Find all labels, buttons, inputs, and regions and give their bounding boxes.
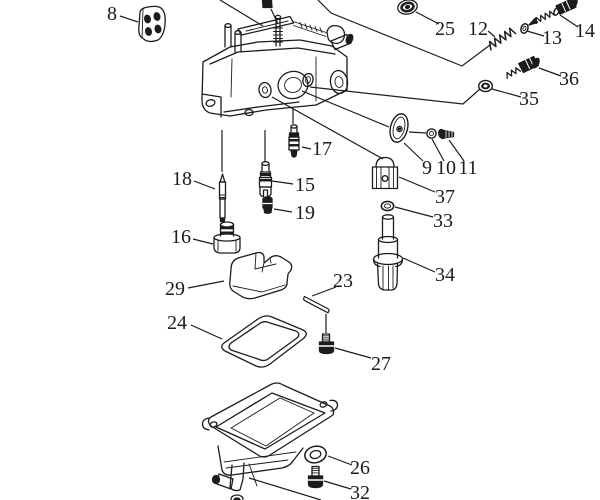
part-label-34: 34 xyxy=(435,264,455,286)
part-14-screw-drawing xyxy=(528,0,578,26)
part-label-36: 36 xyxy=(559,68,579,90)
part-23-pin-drawing xyxy=(303,295,330,314)
float-bowl-drawing xyxy=(201,382,339,500)
part-label-16: 16 xyxy=(171,226,191,248)
part-label-26: 26 xyxy=(350,457,370,479)
part-36-screw-drawing xyxy=(506,55,540,79)
leader-line-11 xyxy=(448,139,465,162)
part-10-washer-drawing xyxy=(426,128,437,139)
part-label-11: 11 xyxy=(458,157,477,179)
part-34-plunger-drawing xyxy=(372,214,404,291)
leader-line-24 xyxy=(190,324,223,340)
leader-lines-group xyxy=(119,11,579,490)
axis-to-screw-36 xyxy=(309,86,481,105)
cut-part-drop-line xyxy=(270,8,279,25)
part-26-washer-drawing xyxy=(304,445,327,464)
leader-line-34 xyxy=(402,257,436,273)
leader-line-13 xyxy=(526,30,545,37)
part-19-jet-drawing xyxy=(262,196,273,214)
part-label-35: 35 xyxy=(519,88,539,110)
leader-line-33 xyxy=(394,206,434,218)
part-label-24: 24 xyxy=(167,312,187,334)
part-label-27: 27 xyxy=(371,353,391,375)
leader-line-18 xyxy=(193,180,216,190)
part-label-32: 32 xyxy=(350,482,370,500)
part-label-25: 25 xyxy=(435,18,455,40)
part-33-oring-drawing xyxy=(380,200,395,212)
carburetor-body-drawing xyxy=(201,0,354,118)
leader-line-29 xyxy=(187,280,225,289)
leader-line-15 xyxy=(271,180,294,185)
leader-line-37 xyxy=(398,176,436,193)
leader-line-12 xyxy=(487,30,496,38)
part-12-spring-drawing xyxy=(488,27,517,51)
part-label-8: 8 xyxy=(107,3,117,25)
part-label-14: 14 xyxy=(575,20,595,42)
part-8-plate-drawing xyxy=(138,5,166,43)
part-label-18: 18 xyxy=(172,168,192,190)
leader-drain-cut xyxy=(248,477,322,500)
leader-line-23 xyxy=(311,286,337,297)
part-label-12: 12 xyxy=(468,18,488,40)
part-11-screw-drawing xyxy=(437,128,455,140)
leader-to-disc-9 xyxy=(301,90,390,128)
part-13-washer-drawing xyxy=(520,23,529,34)
leader-line-17 xyxy=(301,146,312,150)
part-18-needle-drawing xyxy=(218,173,227,223)
part-label-9: 9 xyxy=(422,157,432,179)
part-label-13: 13 xyxy=(542,27,562,49)
leader-line-8 xyxy=(119,15,139,23)
part-37-valve-seat-drawing xyxy=(371,156,399,190)
leader-line-25 xyxy=(415,11,440,25)
axis-to-screw-14 xyxy=(317,0,491,67)
part-label-10: 10 xyxy=(436,157,456,179)
axis-lines-group xyxy=(219,0,491,500)
cut-line-top-left xyxy=(219,0,264,27)
part-label-17: 17 xyxy=(312,138,332,160)
leader-line-9 xyxy=(403,142,424,162)
part-9-disc-drawing xyxy=(389,113,409,143)
part-label-19: 19 xyxy=(295,202,315,224)
part-17-jet-drawing xyxy=(288,124,300,158)
part-16-nozzle-drawing xyxy=(213,221,241,254)
leader-line-26 xyxy=(327,455,353,466)
leader-line-32 xyxy=(323,480,352,490)
part-label-37: 37 xyxy=(435,186,455,208)
part-27-screw-drawing xyxy=(318,333,335,355)
link-disc9-washer10 xyxy=(408,131,427,134)
part-label-33: 33 xyxy=(433,210,453,232)
leader-line-35 xyxy=(491,88,522,98)
leader-line-27 xyxy=(334,347,372,359)
part-32-screw-drawing xyxy=(307,465,324,489)
part-label-29: 29 xyxy=(165,278,185,300)
part-label-15: 15 xyxy=(295,174,315,196)
leader-line-36 xyxy=(538,67,562,77)
leader-line-19 xyxy=(273,208,293,213)
leader-line-14 xyxy=(559,14,579,28)
leader-to-valve-37 xyxy=(271,96,384,160)
part-15-jet-drawing xyxy=(258,161,273,198)
part-25-grommet-drawing xyxy=(397,0,418,15)
part-29-float-drawing xyxy=(229,251,293,300)
part-label-23: 23 xyxy=(333,270,353,292)
part-24-gasket-drawing xyxy=(221,315,307,368)
leader-line-16 xyxy=(192,238,214,245)
leader-line-10 xyxy=(431,138,445,162)
part-35-oring-drawing xyxy=(478,79,494,93)
